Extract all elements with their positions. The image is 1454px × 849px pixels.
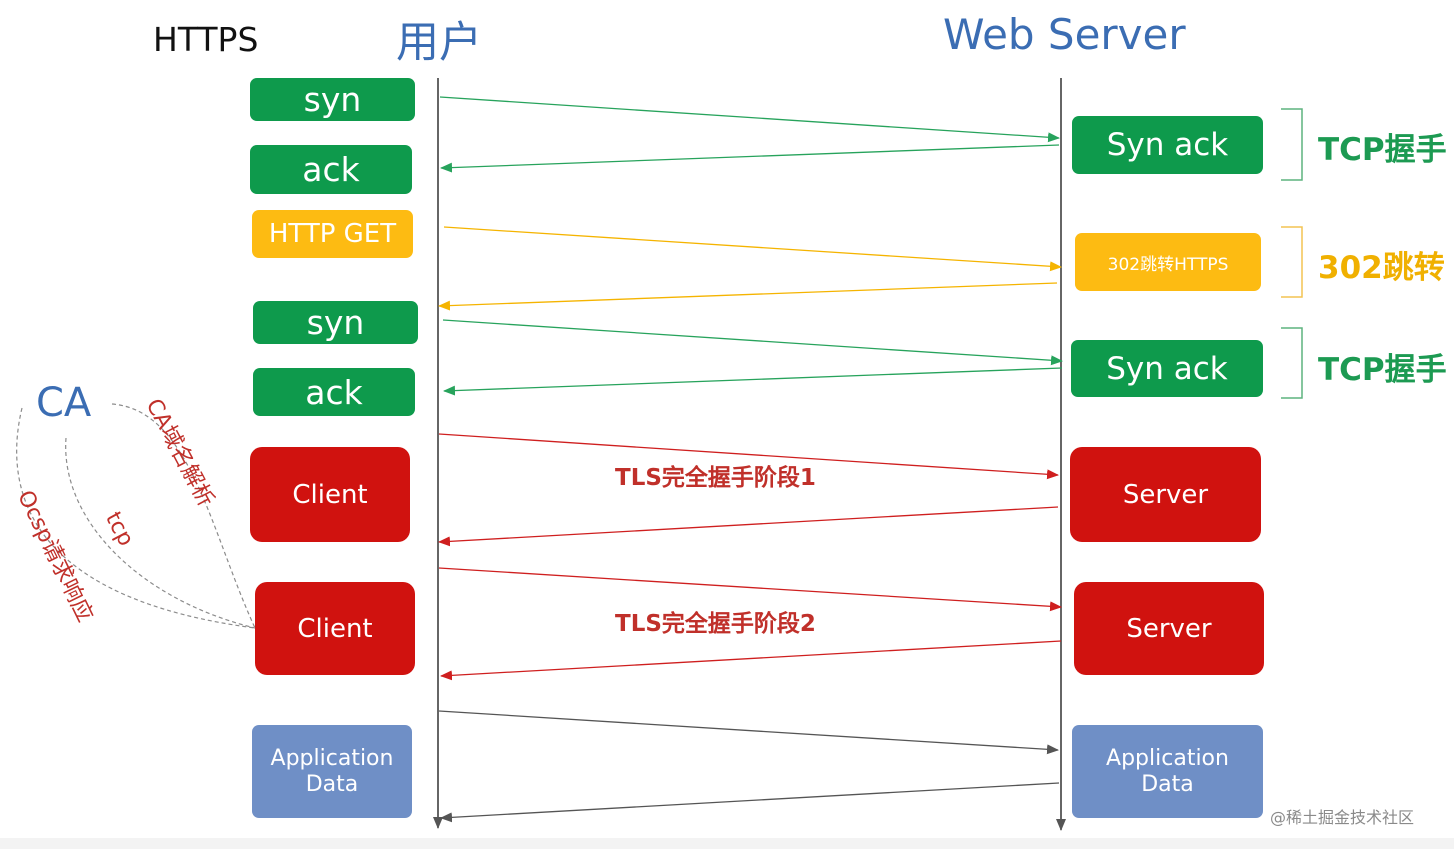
ca-curve-ocsp	[16, 407, 256, 629]
client-tls-1: Client	[250, 447, 410, 542]
ca-label: CA	[36, 380, 92, 426]
client-ack-2: ack	[253, 368, 415, 416]
group-label-tcp-2: TCP握手	[1318, 352, 1447, 388]
bracket-tcp-1	[1281, 108, 1303, 181]
bracket-tcp-2	[1281, 327, 1303, 399]
server-synack-2: Syn ack	[1071, 340, 1263, 397]
group-label-tcp-1: TCP握手	[1318, 132, 1447, 168]
client-application-data: Application Data	[252, 725, 412, 818]
group-label-302: 302跳转	[1318, 250, 1445, 286]
server-application-data: Application Data	[1072, 725, 1263, 818]
client-tls-2: Client	[255, 582, 415, 675]
arrow-tls1-back	[438, 506, 1059, 547]
server-title: Web Server	[943, 10, 1186, 59]
ca-curve-domain	[111, 403, 256, 629]
protocol-title: HTTPS	[153, 20, 259, 59]
client-ack-1: ack	[250, 145, 412, 194]
arrow-tls2-out	[438, 567, 1062, 612]
arrow-syn-1	[439, 96, 1060, 143]
arrow-syn-2	[442, 319, 1063, 366]
client-syn-1: syn	[250, 78, 415, 121]
arrow-synack-2	[443, 367, 1063, 396]
arrow-http-get	[443, 226, 1062, 272]
arrow-tls1-out	[438, 433, 1059, 480]
bottom-band	[0, 838, 1454, 849]
client-http-get: HTTP GET	[252, 210, 413, 258]
arrow-appdata-back	[440, 782, 1060, 823]
client-syn-2: syn	[253, 301, 418, 344]
tls-phase-1-label: TLS完全握手阶段1	[615, 465, 816, 491]
arrow-tls2-back	[440, 640, 1062, 681]
tls-phase-2-label: TLS完全握手阶段2	[615, 611, 816, 637]
server-tls-1: Server	[1070, 447, 1261, 542]
server-synack-1: Syn ack	[1072, 116, 1263, 174]
watermark: @稀土掘金技术社区	[1270, 808, 1415, 827]
arrow-302	[438, 282, 1058, 311]
ca-curve-tcp	[65, 437, 256, 629]
arrow-synack-1	[440, 144, 1060, 173]
user-title: 用户	[396, 18, 482, 68]
arrow-appdata-out	[438, 710, 1059, 755]
server-tls-2: Server	[1074, 582, 1264, 675]
server-302-redirect: 302跳转HTTPS	[1075, 233, 1261, 291]
bracket-302	[1281, 226, 1303, 298]
